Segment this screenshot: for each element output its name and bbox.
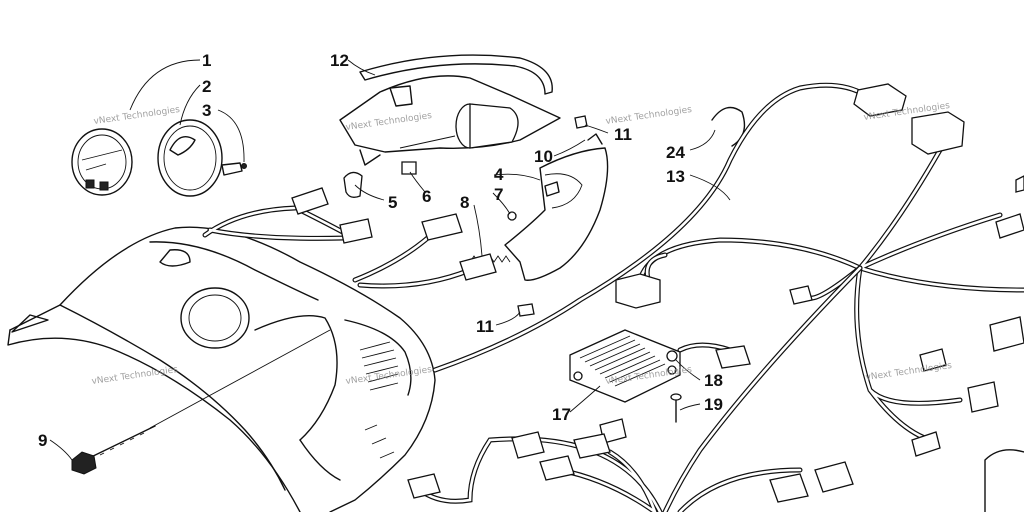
callout-13: 13 (666, 167, 685, 186)
callout-5: 5 (388, 193, 397, 212)
grommet-bracket (517, 115, 588, 317)
main-wiring-harness (407, 82, 1024, 515)
regulator-screw (670, 393, 682, 423)
callout-9: 9 (38, 431, 47, 450)
gauge-bezel (157, 119, 243, 197)
headlight-reflector (504, 133, 609, 281)
gauge-screw (241, 163, 247, 169)
callout-19: 19 (704, 395, 723, 414)
watermark-5: vNext Technologies (91, 365, 179, 387)
watermark-8: vNext Technologies (865, 361, 953, 383)
callout-11-top: 11 (614, 125, 632, 144)
callout-8: 8 (460, 193, 469, 212)
watermark-1: vNext Technologies (93, 105, 181, 127)
headlight-harness (202, 187, 497, 289)
callout-6: 6 (422, 187, 431, 206)
speedometer-gauge (71, 128, 133, 196)
callout-1: 1 (202, 51, 211, 70)
callout-17: 17 (552, 405, 571, 424)
voltage-regulator (569, 329, 681, 403)
watermark-2: vNext Technologies (345, 111, 433, 133)
regulator-washer (666, 350, 678, 362)
headlight-cover (359, 54, 553, 95)
callout-12: 12 (330, 51, 349, 70)
watermark-3: vNext Technologies (605, 105, 693, 127)
leader-lines (49, 59, 731, 461)
callout-labels: 1 2 3 4 5 6 7 8 9 10 11 11 12 13 17 18 1… (38, 51, 723, 450)
callout-7: 7 (494, 185, 503, 204)
callout-3: 3 (202, 101, 211, 120)
hood-body (7, 226, 436, 513)
hood-bolt (71, 329, 331, 475)
callout-11-bottom: 11 (476, 317, 494, 336)
callout-4: 4 (494, 165, 504, 184)
callout-24: 24 (666, 143, 685, 162)
headlight-housing (339, 75, 561, 198)
callout-18: 18 (704, 371, 723, 390)
callout-10: 10 (534, 147, 553, 166)
callout-2: 2 (202, 77, 211, 96)
